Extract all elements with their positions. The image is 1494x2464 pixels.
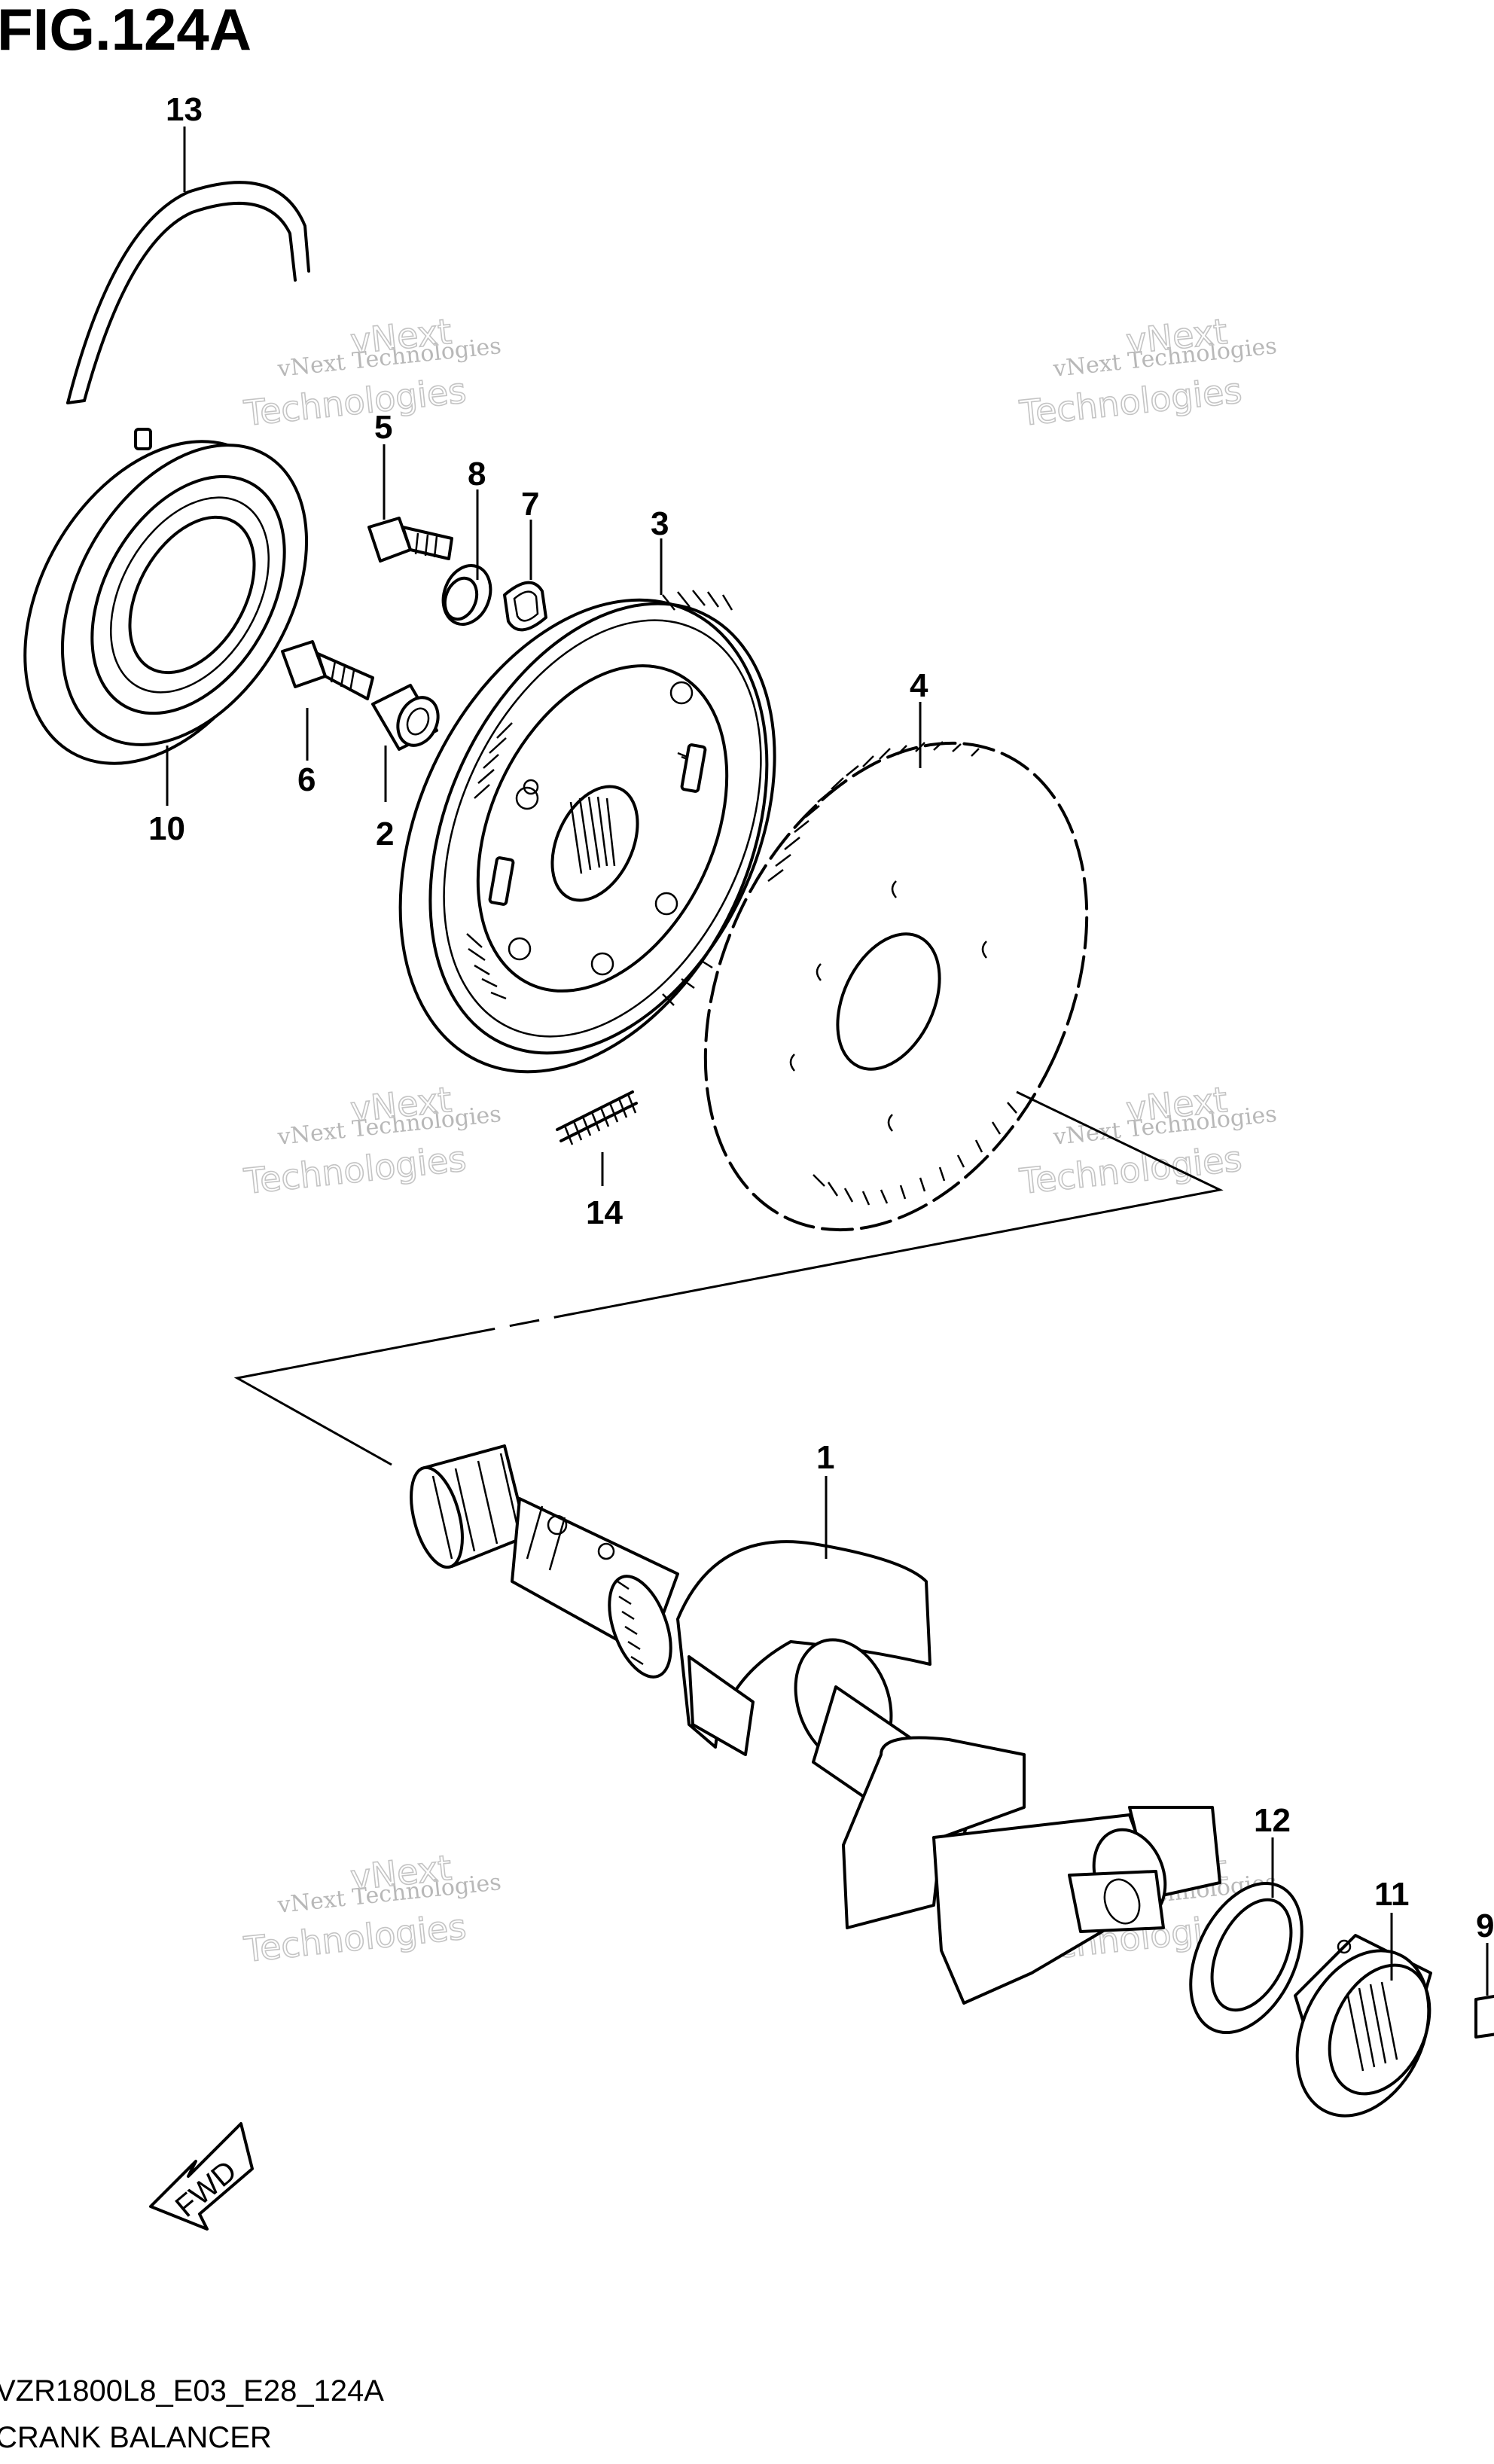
part-4-gear-plate: [703, 741, 1089, 1232]
watermark-text: Technologies: [242, 1138, 468, 1202]
figure-title: FIG.124A: [0, 0, 252, 63]
assembly-guide-line: [233, 1090, 1224, 1466]
watermark-text: Technologies: [1017, 370, 1244, 434]
callouts: 13 5 8 7 3 4 6 2 10 14 1 12 11 9: [148, 91, 1494, 1944]
callout-9: 9: [1476, 1907, 1494, 1944]
part-5-bolt: [367, 517, 453, 563]
diagram-name: CRANK BALANCER: [0, 2421, 272, 2454]
part-10-bearing: [23, 428, 309, 765]
callout-10: 10: [148, 810, 185, 847]
callout-1: 1: [816, 1439, 834, 1476]
fwd-arrow: FWD: [149, 2122, 254, 2231]
callout-13: 13: [166, 91, 203, 128]
callout-3: 3: [651, 505, 669, 542]
callout-5: 5: [374, 409, 392, 446]
watermark-text: Technologies: [242, 370, 468, 434]
callout-2: 2: [376, 816, 394, 852]
callout-11: 11: [1374, 1876, 1410, 1913]
callout-7: 7: [521, 486, 539, 523]
part-8-collar: [441, 564, 492, 626]
part-9-plug: [1474, 1994, 1494, 2039]
part-3-gear: [398, 590, 776, 1074]
callout-6: 6: [297, 761, 316, 798]
part-12-seal: [1189, 1881, 1303, 2035]
watermark-text: Technologies: [242, 1906, 468, 1970]
part-1-crank-balancer: [410, 1444, 1221, 2005]
part-14-spring: [556, 1090, 638, 1145]
part-2-collar: [371, 684, 440, 751]
callout-14: 14: [586, 1194, 623, 1231]
part-13-circlip: [66, 181, 310, 404]
leader-lines: [166, 127, 1489, 1996]
callout-4: 4: [910, 667, 928, 704]
callout-12: 12: [1254, 1802, 1291, 1839]
part-11-bearing: [1294, 1934, 1432, 2118]
callout-8: 8: [468, 456, 486, 492]
part-7-washer: [503, 581, 547, 632]
diagram-code: VZR1800L8_E03_E28_124A: [0, 2374, 384, 2408]
part-6-bolt: [281, 640, 374, 700]
